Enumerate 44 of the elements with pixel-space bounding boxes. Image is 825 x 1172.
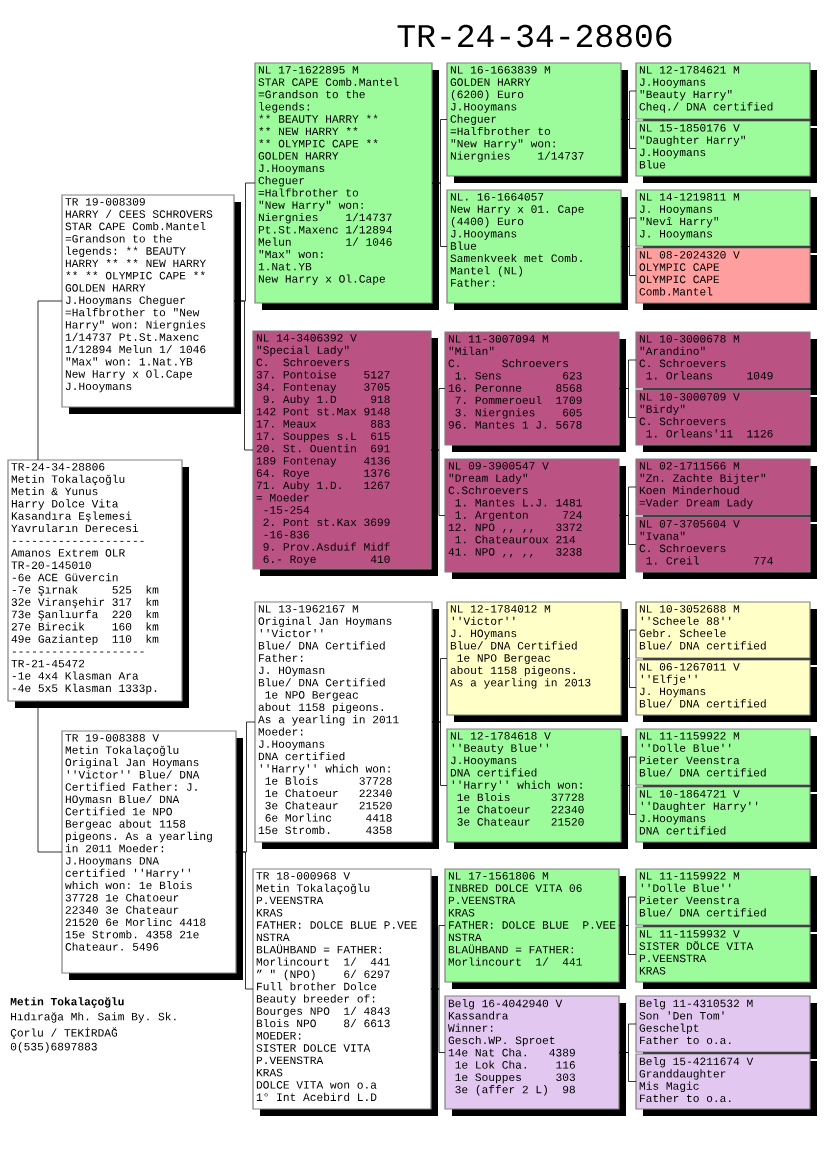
connector-line [618,388,637,418]
connector-line [620,658,637,688]
connector-line [37,300,63,461]
connector-line [233,300,254,451]
address-line: Hıdırağa Mh. Saim By. Sk. [11,1012,176,1023]
pedigree-card: NL. 16-1664057 New Harry x 01. Cape (4400) Euro J.Hooymans Blue Samenkveek met Comb. Mantel (NL) Father: [446,189,628,310]
pedigree-card: NL 17-1622895 M STAR CAPE Comb.Mantel =Grandson to the legends: ** BEAUTY HARRY ** ** NEW HARRY ** ** OLYMPIC CAPE ** GOLDEN HARRY J.Hooymans Cheguer =Halfbrother to "New Harry" won: Niergnies 1/14737 Pt.St.Maxenc 1/12894 Melun 1/ 1046 "Max" won: 1.Nat.YB New Harry x Ol.Cape [254,62,439,310]
pedigree-card: NL 10-1864721 V ''Daughter Harry'' J.Hooymans DNA certified [635,786,817,849]
address-line: Çorlu / TEKİRDAĞ [10,1027,118,1039]
pedigree-card: TR-24-34-28806 Metin Tokalaçoğlu Metin & Yunus Harry Dolce Vita Kasandıra Eşlemesi Yavruların Derecesi -------------------- Amanos Extrem OLR TR-20-145010 -6e ACE Güvercin -7e Şırnak 525 km 32e Viranşehir 317 km 73e Şanlıurfa 220 km 27e Birecik 160 km 49e Gaziantep 110 km -------------------- TR-21-45472 -1e 4x4 Klasman Ara -4e 5x5 Klasman 1333p. [7,459,189,708]
connector-line [37,700,63,853]
pedigree-card: NL 15-1850176 V "Daughter Harry" J.Hooymans Blue [635,120,817,183]
pedigree-card: NL 17-1561806 M INBRED DOLCE VITA 06 P.VEENSTRA KRAS FATHER: DOLCE BLUE P.VEE NSTRA BLAÜHBAND = FATHER: Morlincourt 1/ 441 [444,868,626,989]
pedigree-card: NL 16-1663839 M GOLDEN HARRY (6200) Euro J.Hooymans Cheguer =Halfbrother to "New Harry" won: Niergnies 1/14737 [446,62,628,183]
connector-line [431,182,448,247]
pedigree-card: TR 19-008388 V Metin Tokalaçoğlu Original Jan Hoymans ''Victor'' Blue/ DNA Certified Father: J. HOymasn Blue/ DNA Certified 1e NPO Bergeac about 1158 pigeons. As a yearling in 2011 Moeder: J.Hooymans DNA certified ''Harry'' which won: 1e Blois 37728 1e Chatoeur 22340 3e Chateaur 21520 6e Morlinc 4418 15e Stromb. 4358 21e Chateaur. 5496 [61,730,243,980]
connector-line [235,851,254,990]
pedigree-card: Belg 15-4211674 V Granddaughter Mis Magic Father to o.a. [635,1053,817,1116]
pedigree-card: NL 12-1784618 V ''Beauty Blue'' J.Hooymans DNA certified ''Harry'' which won: 1e Blois 37728 1e Chatoeur 22340 3e Chateaur 21520 [446,728,628,849]
owner-name: Metin Tokalaçoğlu [10,997,124,1008]
connector-line [618,1052,637,1082]
pedigree-card: TR 18-000968 V Metin Tokalaçoğlu P.VEENSTRA KRAS FATHER: DOLCE BLUE P.VEE NSTRA BLAÜHBAND = FATHER: Morlincourt 1/ 441 ” " (NPO) 6/ 6297 Full brother Dolce Beauty breeder of: Bourges NPO 1/ 4843 Blois NPO 8/ 6613 MOEDER: SISTER DOLCE VITA P.VEENSTRA KRAS DOLCE VITA won o.a 1° Int Acebird L.D [252,868,438,1116]
pedigree-card: NL 11-1159932 V SISTER DÖLCE VITA P.VEENSTRA KRAS [635,926,817,989]
connector-line [618,925,637,955]
pedigree-card: NL 09-3900547 V "Dream Lady" C.Schroevers 1. Mantes L.J. 1481 1. Argenton 724 12. NPO ,, ,, 3372 1. Chateauroux 214 41. NPO ,, ,, 3238 [444,458,626,579]
pedigree-card: NL 08-2024320 V OLYMPIC CAPE OLYMPIC CAPE Comb.Mantel [635,247,817,310]
pedigree-card: NL 13-1962167 M Original Jan Hoymans ''Victor'' Blue/ DNA Certified Father: J. HOymasn Blue/ DNA Certified 1e NPO Bergeac about 1158 pigeons. As a yearling in 2011 Moeder: J.Hooymans DNA certified ''Harry'' which won: 1e Blois 37728 1e Chatoeur 22340 3e Chateaur 21520 6e Morlinc 4418 15e Stromb. 4358 [254,601,439,849]
pedigree-card: NL 11-3007094 M "Milan" C. Schroevers 1. Sens 623 16. Peronne 8568 7. Pommeroeul 1709 3. Niergnies 605 96. Mantes 1 J. 5678 [444,331,626,452]
connector-line [430,449,446,516]
pedigree-card: Belg 16-4042940 V Kassandra Winner: Gesch.WP. Sproet 14e Nat Cha. 4389 1e Lok Cha. 116 1e Souppes 303 3e (affer 2 L) 98 [444,995,626,1116]
connector-line [620,246,637,276]
pedigree-card: NL 14-3406392 V "Special Lady" C. Schroevers 37. Pontoise 5127 34. Fontenay 3705 9. Auby 1.D 918 142 Pont st.Max 9148 17. Meaux 883 17. Souppes s.L 615 20. St. Ouentin 691 189 Fontenay 4136 64. Roye 1376 71. Auby 1.D. 1267 = Moeder -15-254 2. Pont st.Kax 3699 -16-836 9. Prov.Asduif Midf 6.- Roye 410 [252,330,438,576]
connector-line [620,119,637,149]
pedigree-card: TR 19-008309 HARRY / CEES SCHROVERS STAR CAPE Comb.Mantel =Grandson to the legends: ** BEAUTY HARRY ** ** NEW HARRY ** ** OLYMPIC CAPE ** GOLDEN HARRY J.Hooymans Cheguer =Halfbrother to "New Harry" won: Niergnies 1/14737 Pt.St.Maxenc 1/12894 Melun 1/ 1046 "Max" won: 1.Nat.YB New Harry x Ol.Cape J.Hooymans [61,194,241,414]
connector-line [618,515,637,545]
connector-line [431,721,448,786]
pedigree-card: NL 12-1784012 M ''Victor'' J. HOymans Blue/ DNA Certified 1e NPO Bergeac about 1158 pigeons. As a yearling in 2013 [446,601,628,722]
pedigree-card: NL 06-1267011 V ''Elfje'' J. Hoymans Blue/ DNA certified [635,659,817,722]
pedigree-card: NL 10-3000709 V "Birdy" C. Schroevers 1. Orleans'11 1126 [635,389,817,452]
pedigree-title: TR-24-34-28806 [397,24,672,48]
phone-number: 0(535)6897883 [10,1042,97,1053]
connector-line [620,785,637,815]
pedigree-card: NL 07-3705604 V "Ivana" C. Schroevers 1. Creil 774 [635,516,817,579]
connector-line [430,988,446,1053]
